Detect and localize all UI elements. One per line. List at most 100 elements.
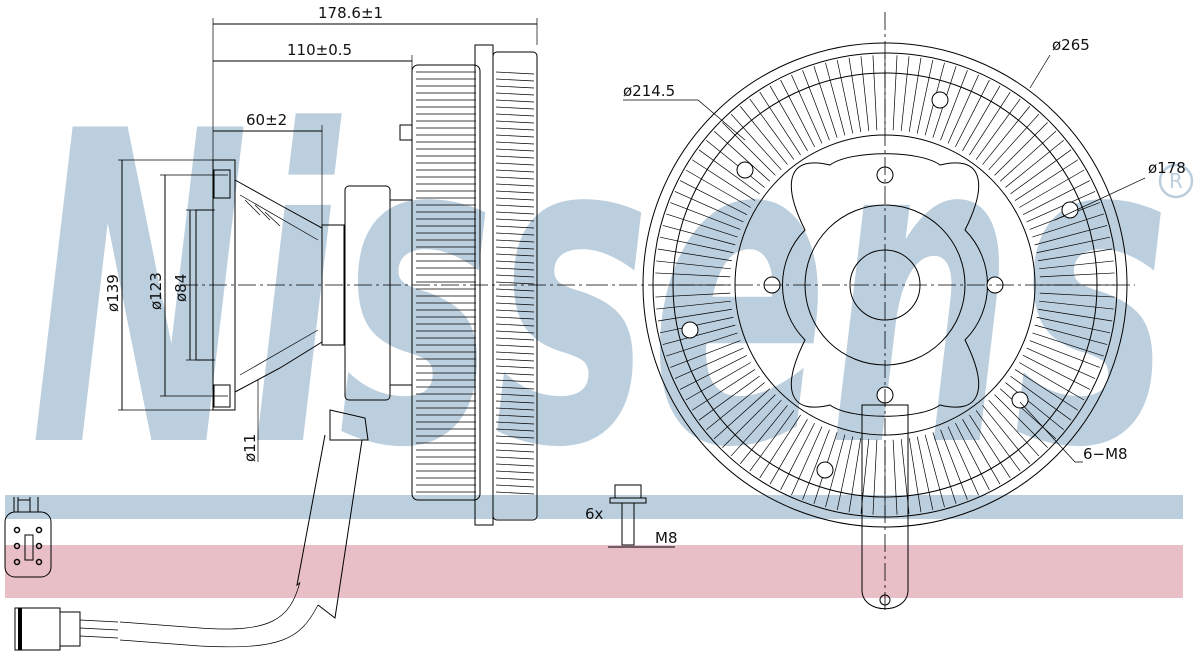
- bolt-spec-label: 6−M8: [1083, 445, 1128, 463]
- bolt-hole: [1061, 201, 1079, 219]
- radial-fin: [1022, 355, 1091, 390]
- dim-dia-214-5: ø214.5: [623, 82, 675, 100]
- radial-fin: [908, 438, 922, 513]
- radial-fin: [739, 106, 788, 165]
- radial-fin: [969, 91, 1011, 156]
- fin-line: [495, 260, 535, 264]
- radial-fin: [674, 191, 744, 223]
- radial-fin: [670, 340, 741, 368]
- fin-line: [495, 267, 535, 271]
- radial-fin: [722, 122, 776, 176]
- radial-fin: [656, 300, 731, 310]
- fin-line: [495, 239, 535, 243]
- fin-line: [495, 365, 535, 369]
- radial-fin: [791, 426, 823, 496]
- radial-fin: [1032, 213, 1104, 238]
- bolt-count-label: 6x: [585, 505, 604, 523]
- radial-fin: [1026, 191, 1096, 223]
- fin-line: [495, 386, 535, 390]
- radial-fin: [848, 57, 862, 132]
- fin-line: [495, 414, 535, 418]
- dim-110: 110±0.5: [287, 41, 352, 59]
- fin-line: [495, 456, 535, 460]
- radial-fin: [892, 439, 898, 515]
- fin-line: [495, 176, 535, 180]
- radial-fin: [940, 70, 968, 141]
- fin-line: [495, 113, 535, 117]
- dim-dia-265: ø265: [1052, 36, 1090, 54]
- radial-fin: [1022, 180, 1091, 215]
- radial-fin: [932, 432, 957, 504]
- radial-fin: [722, 394, 776, 448]
- svg-text:Nissens: Nissens: [30, 42, 1170, 542]
- radial-fin: [982, 405, 1031, 464]
- radial-fin: [1010, 149, 1072, 195]
- radial-fin: [872, 55, 878, 131]
- fin-line: [495, 204, 535, 208]
- radial-fin: [1010, 375, 1072, 421]
- radial-fin: [999, 388, 1057, 440]
- radial-fin: [1039, 292, 1115, 298]
- fin-line: [495, 435, 535, 439]
- radial-fin: [666, 213, 738, 238]
- fin-line: [495, 253, 535, 257]
- fin-line: [495, 484, 535, 488]
- radial-fin: [836, 436, 854, 511]
- radial-fin: [691, 159, 756, 201]
- fin-line: [495, 134, 535, 138]
- radial-fin: [769, 85, 808, 151]
- radial-fin: [1026, 347, 1096, 379]
- radial-fin: [706, 139, 765, 188]
- radial-fin: [947, 426, 979, 496]
- radial-fin: [657, 308, 732, 322]
- fin-line: [495, 330, 535, 334]
- fin-line: [495, 211, 535, 215]
- dim-dia-11: ø11: [241, 434, 259, 462]
- radial-fin: [1038, 308, 1113, 322]
- radial-fin: [730, 399, 782, 457]
- svg-text:R: R: [1169, 169, 1183, 193]
- fin-line: [495, 372, 535, 376]
- pink-band: [5, 545, 1183, 598]
- radial-fin: [1029, 340, 1100, 368]
- radial-fin: [1019, 362, 1085, 401]
- radial-fin: [670, 202, 741, 230]
- radial-fin: [900, 56, 910, 131]
- radial-fin: [1039, 300, 1114, 310]
- radial-fin: [749, 98, 795, 160]
- radial-fin: [955, 422, 990, 491]
- radial-fin: [780, 79, 815, 148]
- radial-fin: [988, 399, 1040, 457]
- fin-line: [495, 197, 535, 201]
- radial-fin: [975, 410, 1021, 472]
- radial-fin: [655, 292, 731, 298]
- fin-line: [495, 316, 535, 320]
- fin-line: [495, 295, 535, 299]
- radial-fin: [780, 422, 815, 491]
- radial-fin: [698, 375, 760, 421]
- blue-band: [5, 495, 1183, 519]
- bolt-hole: [1011, 391, 1029, 409]
- radial-fin: [999, 130, 1057, 182]
- fin-line: [495, 400, 535, 404]
- fin-line: [495, 407, 535, 411]
- bolt-icon: [608, 484, 675, 548]
- radial-fin: [1014, 159, 1079, 201]
- fin-line: [495, 78, 535, 82]
- radial-fin: [679, 180, 748, 215]
- bolt-hole: [681, 321, 699, 339]
- fin-line: [495, 190, 535, 194]
- fin-line: [495, 491, 535, 495]
- bolt-hole: [931, 91, 949, 109]
- fin-line: [495, 232, 535, 236]
- fin-line: [495, 428, 535, 432]
- radial-fin: [698, 149, 760, 195]
- fin-line: [495, 337, 535, 341]
- radial-fin: [908, 57, 922, 132]
- radial-fin: [685, 169, 751, 208]
- fin-line: [495, 470, 535, 474]
- radial-fin: [730, 113, 782, 171]
- radial-fin: [988, 113, 1040, 171]
- watermark-logo: Nissens R: [30, 42, 1194, 542]
